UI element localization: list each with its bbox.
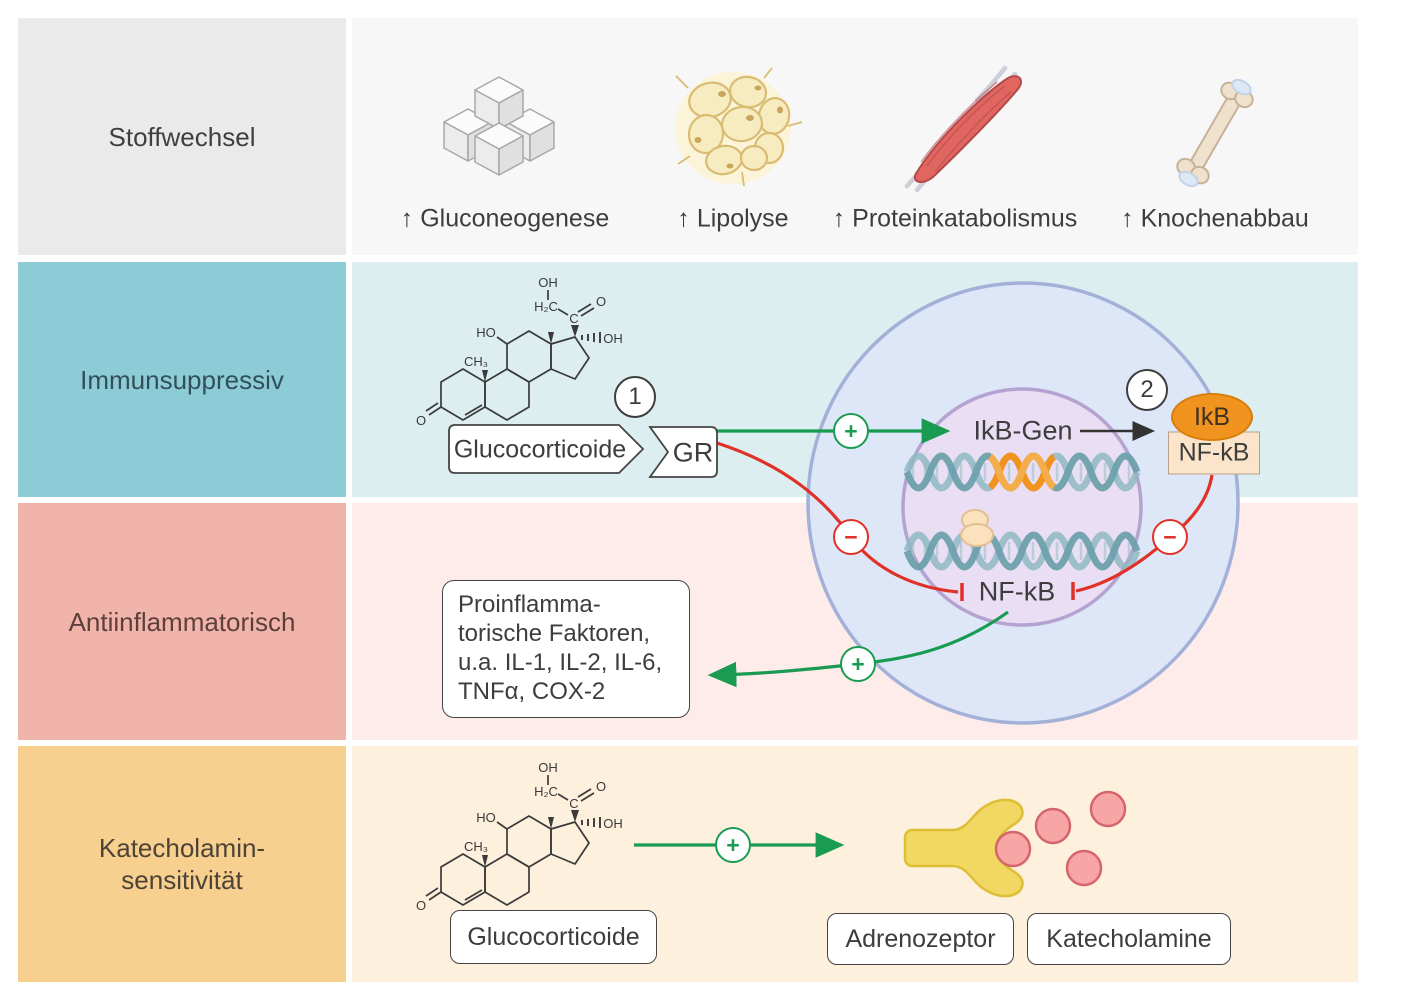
mol-o-bottom: O (416, 413, 426, 428)
mol-c: C (569, 796, 578, 811)
row-label-katecholamin: Katecholamin-sensitivität (18, 746, 346, 982)
mol-oh-side: OH (603, 816, 623, 831)
mol-oh-side: OH (603, 331, 623, 346)
row-label-text: Katecholamin-sensitivität (98, 833, 266, 895)
row-label-text: Antiinflammatorisch (68, 606, 296, 637)
fat-cells-icon (675, 67, 803, 187)
adrenozeptor-label: Adrenozeptor (845, 924, 996, 953)
katecholamine-label: Katecholamine (1046, 924, 1212, 953)
mol-h2c: H₂C (534, 784, 558, 799)
dna-protein-blob (960, 509, 994, 547)
catecholamine-circle (1034, 807, 1072, 845)
dna-helix-ikb-gen (903, 452, 1141, 492)
catecholamine-molecules (994, 790, 1127, 887)
caption-proteinkatabolismus: ↑ Proteinkatabolismus (832, 204, 1078, 233)
minus-badge-gr-path: − (833, 519, 869, 555)
glucocorticoide-arrow-box (448, 424, 645, 474)
adrenozeptor-box: Adrenozeptor (827, 913, 1014, 965)
row-label-antiinflammatorisch: Antiinflammatorisch (18, 503, 346, 740)
bone-icon (1176, 78, 1254, 188)
step-1-circle: 1 (614, 376, 656, 418)
mol-ch3: CH₃ (464, 354, 488, 369)
catecholamine-circle (1089, 790, 1127, 828)
factors-line: u.a. IL-1, IL-2, IL-6, (458, 649, 663, 676)
dna-helix-nfkb (903, 509, 1141, 571)
katecholamine-box: Katecholamine (1027, 913, 1231, 965)
ikb-gen-label: IkB-Gen (973, 415, 1073, 446)
gr-label: GR (672, 437, 714, 468)
row-label-text: Stoffwechsel (108, 121, 256, 152)
mol-o-keto: O (596, 779, 606, 794)
mol-ch3: CH₃ (464, 839, 488, 854)
catecholamine-circle (1065, 849, 1103, 887)
step-2-circle: 2 (1126, 369, 1168, 411)
muscle-icon (904, 65, 1023, 193)
mol-ho: HO (476, 325, 496, 340)
mol-oh-top: OH (538, 275, 558, 290)
catecholamine-circle (994, 830, 1032, 868)
row-label-immunsuppressiv: Immunsuppressiv (18, 262, 346, 497)
gr-receptor-shape (648, 426, 718, 478)
mol-o-bottom: O (416, 898, 426, 913)
mol-c: C (569, 311, 578, 326)
mol-o-keto: O (596, 294, 606, 309)
mol-h2c: H₂C (534, 299, 558, 314)
glucocorticoide-box-catechol: Glucocorticoide (450, 910, 657, 964)
mol-ho: HO (476, 810, 496, 825)
mol-oh-top: OH (538, 760, 558, 775)
glucocorticoide-label: Glucocorticoide (467, 922, 640, 951)
glucocorticoid-structure: OH H₂C C O HO OH CH₃ O (416, 760, 623, 913)
plus-badge-factors: + (840, 646, 876, 682)
plus-badge-ikb-gen: + (833, 413, 869, 449)
factors-line: Proinflamma- (458, 591, 601, 618)
nfkb-complex: NF-kB (1168, 431, 1260, 475)
plus-badge-catechol: + (715, 827, 751, 863)
minus-badge-ikb-path: − (1152, 519, 1188, 555)
caption-lipolyse: ↑ Lipolyse (677, 204, 789, 233)
caption-gluconeogenese: ↑ Gluconeogenese (400, 204, 610, 233)
caption-knochenabbau: ↑ Knochenabbau (1121, 204, 1309, 233)
row-label-stoffwechsel: Stoffwechsel (18, 18, 346, 255)
row-label-text: Immunsuppressiv (80, 364, 284, 395)
nfkb-nucleus-label: NF-kB (978, 576, 1056, 607)
factors-line: torische Faktoren, (458, 620, 651, 647)
glucocorticoid-structure: OH H₂C C O HO OH CH₃ O (416, 275, 623, 428)
ikb-protein: IkB (1171, 393, 1253, 441)
factors-line: TNFα, COX-2 (458, 678, 606, 705)
proinflammatory-factors-box: Proinflamma- torische Faktoren, u.a. IL-… (442, 580, 690, 718)
sugar-cubes-icon (443, 76, 555, 176)
glucocorticoide-label: Glucocorticoide (453, 435, 627, 464)
adrenoceptor-shape (903, 798, 1024, 898)
